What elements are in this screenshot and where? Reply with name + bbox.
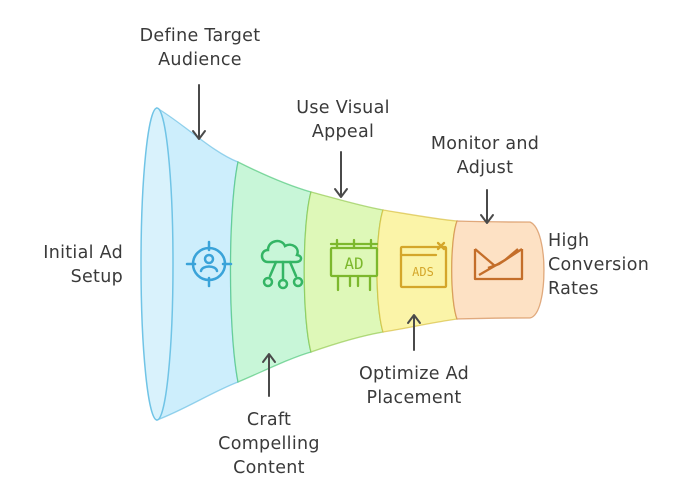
label-high-conversion-rates: High Conversion Rates [548,231,650,299]
label-define-target-audience: Define Target Audience [139,26,261,70]
envelope-chart-icon [473,248,524,281]
ads-window-icon: ADS [399,241,448,289]
funnel-mouth [140,107,174,421]
label-use-visual-appeal: Use Visual Appeal [296,98,390,142]
ads-window-text: ADS [412,265,434,279]
ad-billboard-text: AD [344,254,363,273]
cloud-network-icon [260,239,304,290]
label-craft-compelling-content: Craft Compelling Content [218,410,320,478]
arrow-visual [334,151,348,198]
funnel-segment-monitor [451,220,545,320]
arrow-define [192,84,206,140]
label-monitor-and-adjust: Monitor and Adjust [430,134,540,178]
label-optimize-ad-placement: Optimize Ad Placement [358,364,470,408]
arrow-monitor [480,189,494,224]
arrow-placement [407,314,421,351]
label-initial-ad-setup: Initial Ad Setup [43,243,123,287]
arrow-craft [262,353,276,397]
arrows [192,84,494,397]
target-user-icon [185,240,233,288]
ad-billboard-icon: AD [329,238,379,292]
